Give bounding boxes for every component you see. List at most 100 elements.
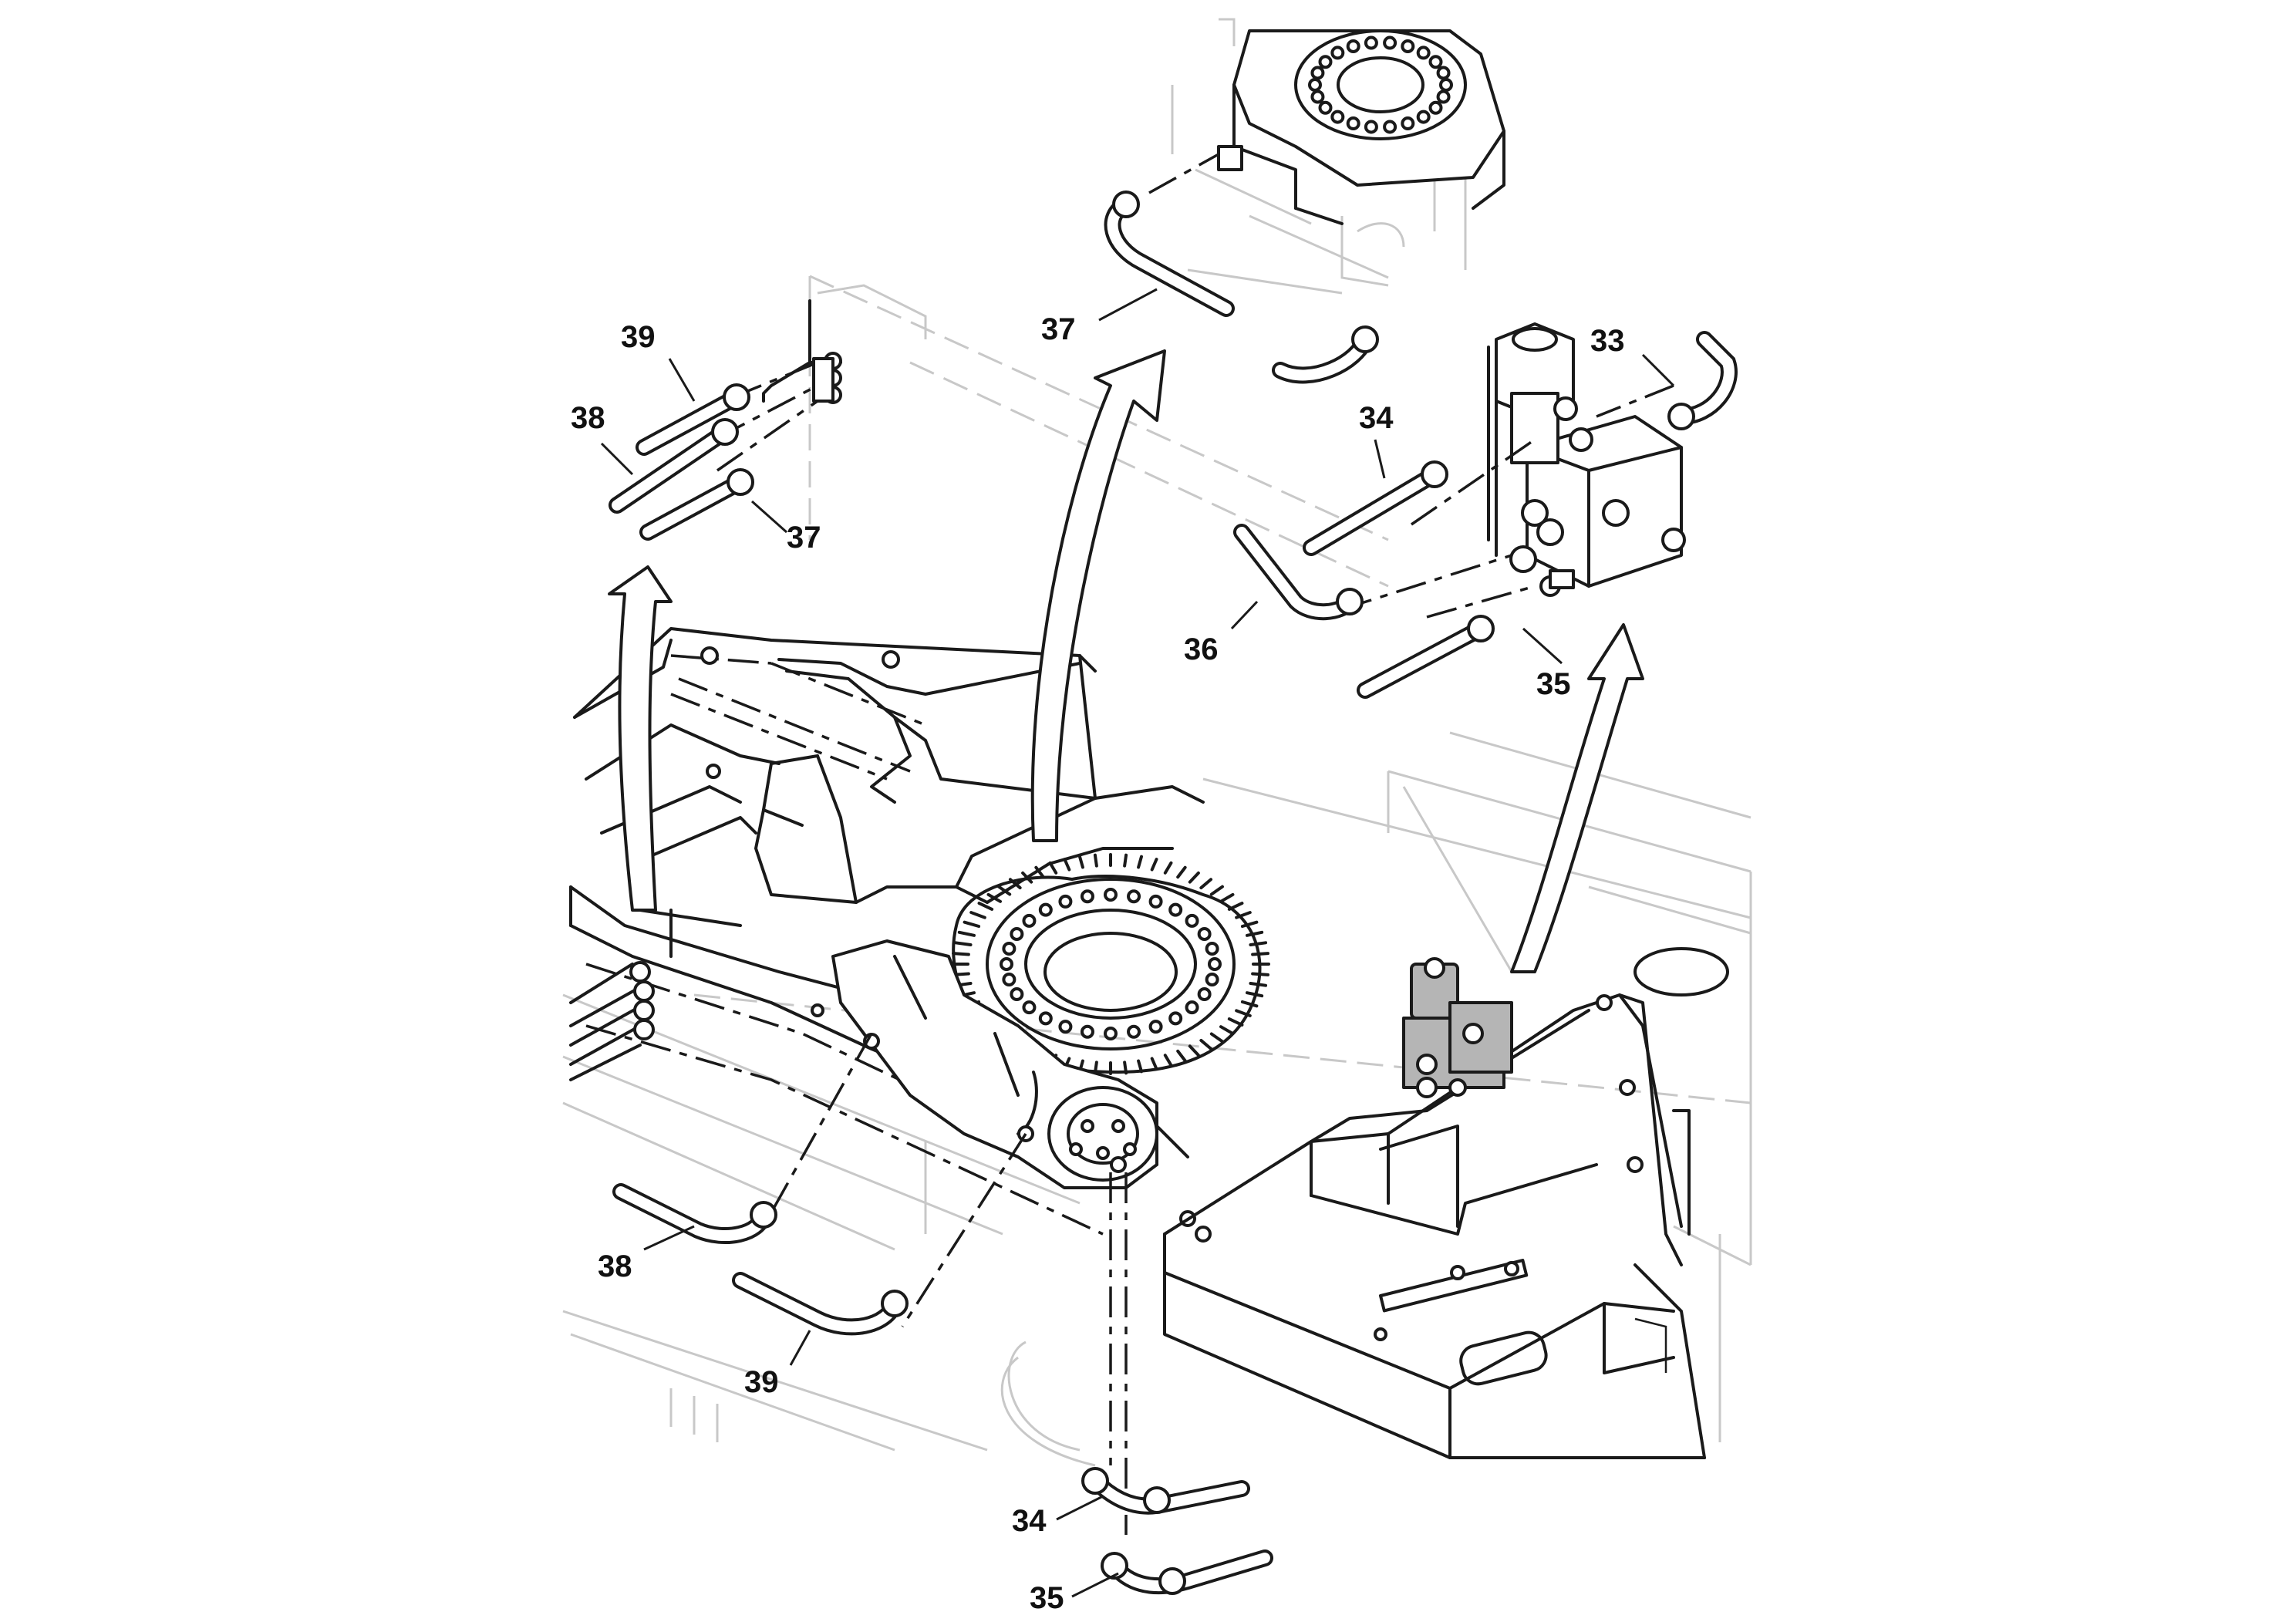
plate-bolt [1436,89,1451,104]
gear-tooth [1219,1025,1235,1036]
plate-bolt [1416,46,1431,60]
ring-bolt [1080,1024,1094,1039]
ring-bolt [1002,973,1017,987]
manifold-detail [762,299,842,404]
gear-tooth [1199,878,1213,890]
hose-fitting [750,1201,777,1229]
hose-fitting [881,1290,909,1317]
plate-bolt [1310,89,1325,104]
ring-bolt [1205,973,1219,987]
straight-hose [609,418,739,514]
ring-bolt [1205,941,1219,956]
plate-bolt [1401,39,1415,53]
gear-tooth [1249,941,1268,947]
callout-arrow-valve [1510,623,1644,973]
upper-frame [573,627,1205,904]
hose-fitting [1158,1567,1186,1595]
hose-fitting [711,418,739,446]
ring-bolt [1010,926,1024,941]
plate-bolt [1346,39,1360,53]
curved-hose [1106,1549,1273,1595]
ring-bolt [1002,941,1017,956]
gear-tooth [1078,855,1084,869]
callout-arrow-manifold [608,565,673,912]
callout-arrow-rotary [1030,349,1166,842]
hose-fitting [1336,588,1364,615]
gear-tooth [1227,1017,1244,1027]
gear-tooth [1209,1032,1224,1044]
gear-tooth [1251,972,1270,976]
plate-bolt [1310,66,1325,80]
ring-bolt [1148,894,1163,909]
plate-bolt [1364,35,1378,50]
gear-tooth [1199,1038,1213,1050]
gear-tooth [1123,1061,1128,1075]
ring-bolt [1168,1011,1183,1026]
ring-bolt [1000,957,1013,971]
plate-bolt [1436,66,1451,80]
gear-tooth [1008,878,1022,890]
callout-34-upper: 34 [1359,401,1394,435]
rotary-plate-detail [1217,29,1505,225]
gear-tooth [1093,1061,1098,1075]
straight-hose [636,383,750,456]
ring-bolt [1104,1027,1118,1040]
ring-bolt [1058,894,1073,909]
ring-bolt [1127,1024,1141,1039]
callout-33: 33 [1590,324,1625,358]
hose-fitting [1421,460,1448,488]
gear-tooth [1249,981,1268,987]
callout-34-lower: 34 [1012,1504,1047,1538]
bolt-circle [1000,888,1222,1040]
ring-bolt [1185,913,1199,928]
leader-lines [600,288,1675,1598]
ring-bolt [1127,889,1141,904]
gear-tooth [1251,952,1270,956]
callout-38-bank: 38 [571,401,605,435]
rotary-bolt-circle [1308,35,1453,134]
gear-tooth [1176,1049,1187,1063]
straight-hose [639,468,754,541]
callout-35-lower: 35 [1030,1581,1064,1615]
hose-parts [609,191,1738,1595]
gear-tooth [953,941,973,947]
gear-tooth [1227,902,1244,911]
hose-bundle-left [569,961,655,1081]
gear-tooth [957,930,976,937]
valve-block-detail [1487,322,1686,597]
plate-bolt [1416,110,1431,124]
plate-bolt [1330,110,1345,124]
gear-tooth [1048,861,1058,875]
hose-fitting [1112,191,1140,218]
plate-bolt [1308,78,1322,92]
callout-38-lower: 38 [598,1249,632,1283]
gear-tooth [963,920,981,929]
hose-fitting [1351,325,1379,353]
callout-37-bank: 37 [787,521,821,555]
curved-hose [1104,196,1235,317]
background-chassis-outline [562,18,1752,1467]
gear-tooth [1219,892,1235,903]
gear-tooth [1246,991,1264,998]
hose-fitting [1101,1552,1128,1580]
callout-36: 36 [1184,632,1219,666]
gear-tooth [1176,865,1187,879]
plate-bolt [1428,55,1443,69]
slew-drive-housing [831,939,1158,1189]
callout-37-rotary: 37 [1041,312,1076,346]
ring-bolt [1022,913,1037,928]
ring-bolt [1208,957,1222,971]
ring-bolt [1185,1000,1199,1015]
gear-tooth [1163,1054,1173,1067]
straight-hose [1357,615,1495,699]
callout-35-upper: 35 [1536,667,1571,701]
gear-tooth [1235,911,1252,919]
ring-bolt [1038,1011,1053,1026]
valve-block-mounted [1402,957,1513,1098]
hose-fitting [723,383,750,411]
gear-tooth [1150,858,1158,872]
gear-tooth [969,911,986,919]
gear-tooth [1163,861,1173,875]
ring-bolt [1148,1020,1163,1034]
